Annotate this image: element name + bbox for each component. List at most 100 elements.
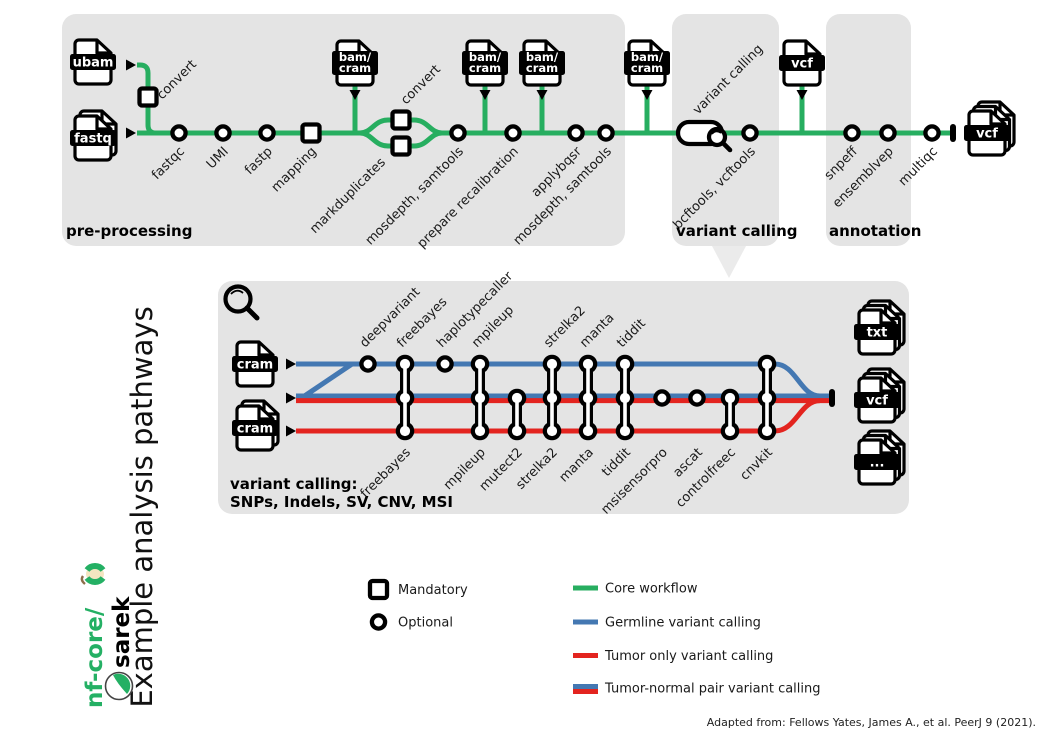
file-label: bam/: [469, 50, 502, 64]
file-icon-ubam: ubam: [70, 38, 116, 86]
node-markduplicates-bottom: [390, 135, 412, 157]
panel-annotation: [826, 14, 911, 246]
node-tiddit: [615, 354, 635, 441]
file-label: bam/: [526, 50, 559, 64]
file-label: vcf: [976, 127, 998, 142]
file-icon-other-out: ...: [854, 429, 906, 486]
file-label: vcf: [791, 57, 813, 72]
node-mutect2: [507, 388, 527, 441]
file-label: bam/: [339, 50, 372, 64]
file-label: vcf: [866, 394, 888, 409]
detail-magnifier-icon: [223, 284, 260, 321]
node-mosdepth-1: [449, 124, 467, 142]
file-icon-cram-tumor: cram: [232, 399, 280, 452]
node-prepare-recalibration: [504, 124, 522, 142]
node-snpeff: [843, 124, 861, 142]
caption-annotation: annotation: [829, 222, 921, 240]
node-fastqc: [170, 124, 188, 142]
legend-tumor-normal-swatch: [573, 684, 598, 694]
route-arrows: [126, 59, 808, 139]
detail-caption-line1: variant calling:: [230, 475, 358, 493]
legend-optional-icon: [369, 613, 388, 631]
node-ascat: [688, 389, 706, 407]
file-icon-fastq: fastq: [70, 109, 118, 162]
legend-mandatory-icon: [367, 578, 390, 601]
zoom-callout-triangle: [712, 246, 746, 278]
top-nodes: [137, 86, 956, 157]
node-controlfreec: [720, 388, 740, 441]
legend-tumor-normal-label: Tumor-normal pair variant calling: [604, 682, 821, 697]
magnifier-handle: [720, 140, 733, 153]
node-cnvkit: [757, 354, 777, 441]
file-label: cram: [631, 61, 663, 75]
file-icon-txt-out: txt: [854, 299, 906, 356]
file-label: cram: [469, 61, 501, 75]
node-variant-calling-pill: [675, 119, 733, 153]
fastq-arrow: [126, 127, 136, 139]
caption-preprocessing: pre-processing: [66, 222, 192, 240]
node-convert-1: [137, 86, 159, 108]
node-fastp: [258, 124, 276, 142]
file-icon-bamcram-3: bam/ cram: [519, 39, 565, 87]
nfcore-icon: [80, 563, 106, 585]
legend-tumor-only-label: Tumor only variant calling: [604, 649, 773, 664]
route-endcap: [950, 124, 956, 142]
node-mosdepth-2: [597, 124, 615, 142]
node-bcftools: [741, 124, 759, 142]
bamcram-drop-arrow-2: [479, 90, 491, 100]
file-icon-vcf-out: vcf: [964, 100, 1016, 157]
nfcore-sarek-logo: nf-core/ sarek: [80, 563, 135, 708]
cram-normal-arrow: [286, 358, 296, 370]
logo-prefix: nf-core/: [82, 607, 108, 708]
file-icon-cram-normal: cram: [232, 340, 278, 388]
node-mapping: [300, 122, 322, 144]
legend-core-label: Core workflow: [605, 582, 698, 597]
file-label: cram: [526, 61, 558, 75]
file-icon-bamcram-4: bam/ cram: [624, 39, 670, 87]
bamcram-drop-arrow-3: [536, 90, 548, 100]
detail-nodes: [359, 354, 777, 441]
bamcram-drop-arrow-4: [641, 90, 653, 100]
vcf-drop-arrow: [796, 90, 808, 100]
node-msisensorpro: [653, 389, 671, 407]
file-label: ubam: [73, 56, 114, 71]
bamcram-drop-arrow-1: [349, 90, 361, 100]
node-mpileup: [470, 354, 490, 441]
file-icon-bamcram-2: bam/ cram: [462, 39, 508, 87]
pair-arrow: [286, 392, 296, 404]
file-label: cram: [339, 61, 371, 75]
logo-name: sarek: [109, 596, 135, 668]
ubam-arrow: [126, 59, 136, 71]
panel-variant-calling: [672, 14, 779, 246]
germline-branch: [301, 361, 354, 400]
node-multiqc: [923, 124, 941, 142]
node-strelka2: [542, 354, 562, 441]
file-label: bam/: [631, 50, 664, 64]
node-ensemblvep: [879, 124, 897, 142]
file-icon-vcf-detail-out: vcf: [854, 367, 906, 424]
node-haplotypecaller: [436, 355, 454, 373]
legend-optional-label: Optional: [398, 616, 453, 631]
legend: Mandatory Optional Core workflow Germlin…: [367, 578, 821, 697]
legend-mandatory-label: Mandatory: [398, 583, 468, 598]
node-freebayes: [395, 354, 415, 441]
legend-germline-label: Germline variant calling: [605, 616, 761, 631]
file-label: ...: [870, 456, 885, 471]
file-label: txt: [867, 326, 888, 341]
file-label: cram: [237, 358, 273, 373]
detail-endcap: [829, 389, 835, 407]
page-title: Example analysis pathways: [125, 306, 159, 707]
cram-tumor-arrow: [286, 425, 296, 437]
file-icon-vcf-mid: vcf: [779, 39, 825, 87]
node-manta: [578, 354, 598, 441]
sarek-icon: [104, 671, 134, 701]
attribution-text: Adapted from: Fellows Yates, James A., e…: [707, 716, 1036, 729]
node-applybqsr: [567, 124, 585, 142]
file-label: cram: [237, 422, 273, 437]
node-deepvariant: [359, 355, 377, 373]
node-markduplicates-top: [390, 109, 412, 131]
detail-caption-line2: SNPs, Indels, SV, CNV, MSI: [230, 493, 453, 511]
detail-arrows: [286, 358, 296, 437]
caption-variant-calling: variant calling: [676, 222, 798, 240]
